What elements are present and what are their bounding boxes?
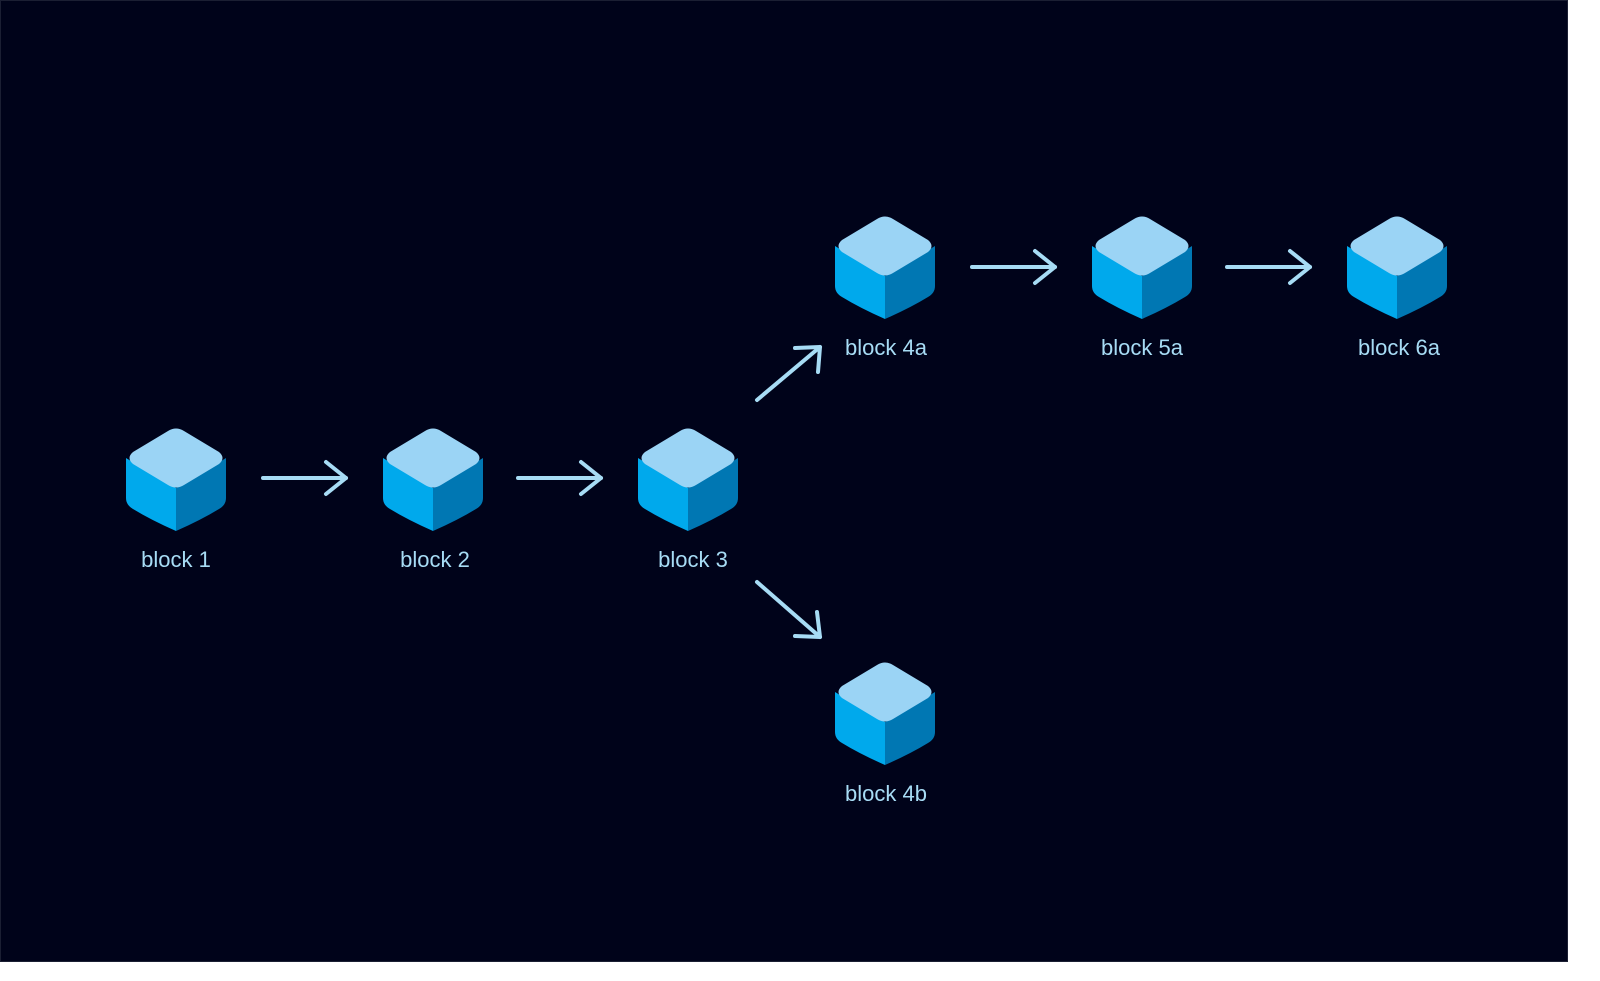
- diagram-svg: [126, 216, 1447, 765]
- block-label-4b: block 4b: [845, 781, 927, 806]
- arrows-layer: [261, 249, 1312, 639]
- arrow-block4a-to-block5a: [970, 249, 1057, 285]
- arrow-block5a-to-block6a: [1225, 249, 1312, 285]
- cube-icon: [1092, 216, 1192, 319]
- block-label-1: block 1: [141, 547, 211, 572]
- arrow-block3-to-block4b: [755, 580, 822, 639]
- cube-icon: [1347, 216, 1447, 319]
- block-label-6a: block 6a: [1358, 335, 1440, 360]
- cube-icon: [835, 216, 935, 319]
- block-label-5a: block 5a: [1101, 335, 1183, 360]
- block-label-4a: block 4a: [845, 335, 927, 360]
- arrow-block1-to-block2: [261, 460, 348, 496]
- block-label-3: block 3: [658, 547, 728, 572]
- cube-icon: [835, 662, 935, 765]
- block-label-2: block 2: [400, 547, 470, 572]
- arrow-block3-to-block4a: [755, 345, 822, 402]
- cube-icon: [126, 428, 226, 531]
- cube-icon: [383, 428, 483, 531]
- arrow-block2-to-block3: [516, 460, 603, 496]
- cubes-layer: [126, 216, 1447, 765]
- diagram-frame: block 1 block 2 block 3 block 4a block 5…: [0, 0, 1568, 962]
- cube-icon: [638, 428, 738, 531]
